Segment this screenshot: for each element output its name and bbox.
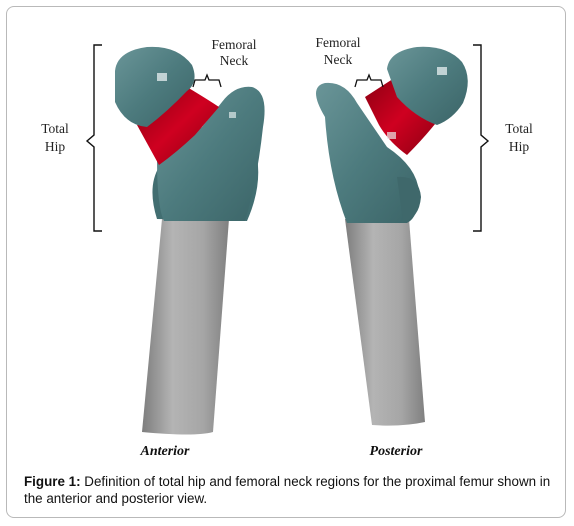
anterior-femur: Femoral Neck Total Hip Anterior bbox=[41, 37, 265, 459]
anterior-femoral-neck bbox=[137, 87, 219, 165]
femoral-neck-bracket-right bbox=[354, 73, 384, 88]
anterior-view-label: Anterior bbox=[139, 444, 190, 459]
femoral-neck-bracket-left bbox=[192, 73, 222, 88]
total-hip-label-left-2: Hip bbox=[45, 139, 66, 154]
caption-text: Definition of total hip and femoral neck… bbox=[24, 474, 551, 506]
posterior-femur: Femoral Neck Total Hip Posterior bbox=[316, 35, 534, 459]
anterior-femoral-head bbox=[115, 46, 195, 128]
total-hip-bracket-left bbox=[85, 44, 102, 232]
figure-caption: Figure 1: Definition of total hip and fe… bbox=[24, 473, 554, 507]
total-hip-label-right-2: Hip bbox=[509, 139, 530, 154]
posterior-proximal bbox=[316, 82, 419, 223]
anterior-proximal bbox=[157, 86, 265, 221]
posterior-view-label: Posterior bbox=[370, 444, 423, 459]
femoral-neck-label-left-2: Neck bbox=[220, 53, 249, 68]
femoral-neck-label-right-2: Neck bbox=[324, 52, 353, 67]
posterior-femoral-head bbox=[387, 46, 468, 125]
anterior-shaft bbox=[142, 219, 229, 435]
total-hip-bracket-right bbox=[473, 44, 490, 232]
posterior-femoral-neck bbox=[365, 75, 439, 155]
femur-figure: Femoral Neck Total Hip Anterior Femoral … bbox=[41, 35, 534, 459]
femoral-neck-label-left-1: Femoral bbox=[212, 37, 257, 52]
posterior-shaft bbox=[345, 219, 425, 426]
caption-label: Figure 1: bbox=[24, 474, 81, 489]
figure-frame: Femoral Neck Total Hip Anterior Femoral … bbox=[6, 6, 566, 518]
femoral-neck-label-right-1: Femoral bbox=[316, 35, 361, 50]
total-hip-label-right-1: Total bbox=[505, 121, 533, 136]
total-hip-label-left-1: Total bbox=[41, 121, 69, 136]
posterior-lesser-trochanter bbox=[397, 176, 421, 221]
